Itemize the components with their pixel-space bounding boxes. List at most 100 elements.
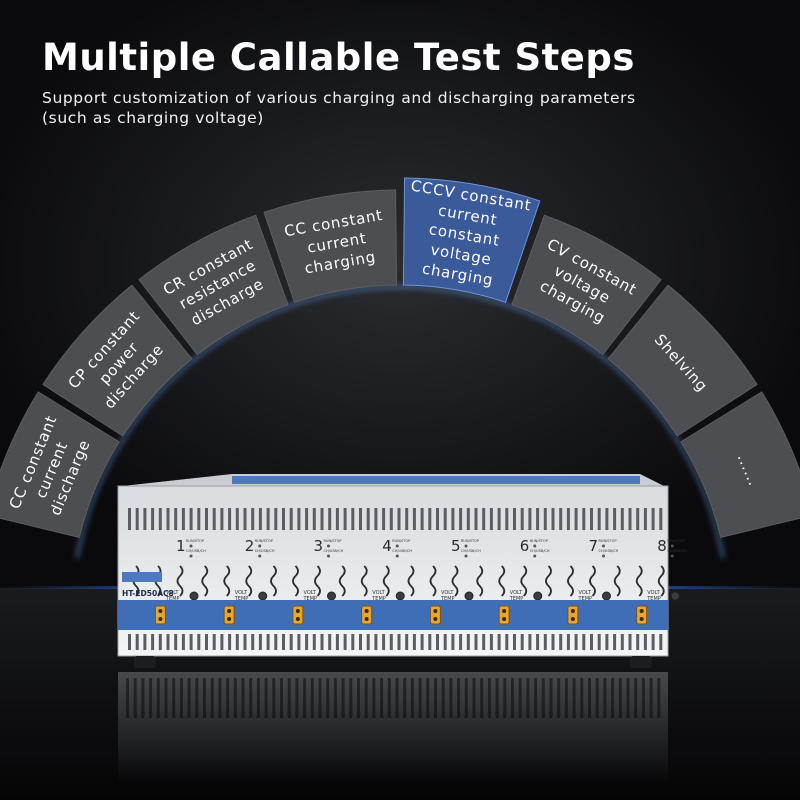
vent-slot — [335, 634, 339, 650]
terminal-pin — [227, 609, 232, 613]
reflection-slot — [264, 678, 268, 718]
vent-slot — [389, 634, 393, 650]
vent-slot — [228, 634, 232, 650]
cable-icon — [498, 565, 506, 597]
reflection-slot — [341, 678, 345, 718]
channel-number-6: 6 — [520, 537, 530, 555]
vent-slot — [466, 634, 470, 650]
vent-slot — [628, 508, 632, 530]
vent-slot — [536, 508, 540, 530]
cable-icon — [292, 565, 299, 597]
vent-slot — [228, 508, 232, 530]
ch-usb-label: CH/USB/CH — [186, 549, 206, 553]
vent-slot — [143, 508, 147, 530]
vent-slot — [174, 634, 178, 650]
reflection-slot — [156, 678, 160, 718]
indicator-led — [602, 544, 605, 548]
vent-slot — [420, 508, 424, 530]
vent-slot — [636, 634, 640, 650]
volt-label: VOLT — [647, 590, 660, 596]
reflection-slot — [557, 678, 561, 718]
vent-slot — [366, 634, 370, 650]
reflection-slot — [526, 678, 530, 718]
vent-slot — [436, 508, 439, 530]
reflection-slot — [249, 678, 253, 718]
device-reflection — [118, 672, 668, 782]
reflection-slot — [541, 678, 545, 718]
reflection-slot — [441, 678, 445, 718]
output-terminal-5 — [429, 605, 441, 625]
temp-label: TEMP — [234, 596, 249, 602]
terminal-pin — [570, 609, 575, 613]
reflection-slot — [472, 678, 476, 718]
channel-number-5: 5 — [451, 537, 461, 555]
vent-slot — [420, 634, 424, 650]
volt-label: VOLT — [579, 590, 592, 596]
cable-icon — [635, 565, 643, 597]
vent-slot — [220, 508, 224, 530]
reflection-slot — [272, 678, 276, 718]
reflection-slot — [280, 678, 283, 718]
vent-slot — [166, 634, 170, 650]
volt-label: VOLT — [235, 590, 248, 596]
vent-slot — [312, 634, 316, 650]
device-foot-left — [134, 656, 156, 668]
reflection-slot — [295, 678, 299, 718]
reflection-slot — [287, 678, 291, 718]
output-terminal-6 — [498, 605, 510, 625]
indicator-led — [533, 544, 537, 548]
ch-usb-label: CH/USB/CH — [599, 549, 619, 553]
device-body — [117, 485, 669, 657]
model-label: HT-ED50AC8 — [122, 589, 174, 598]
vent-slot — [559, 508, 563, 530]
sense-port — [670, 591, 680, 601]
vent-slot — [497, 508, 501, 530]
vent-slot — [520, 634, 524, 650]
cable-icon — [589, 565, 596, 597]
temp-label: TEMP — [440, 596, 455, 602]
sense-port — [327, 591, 336, 601]
vent-slot — [459, 508, 463, 530]
vent-slot — [351, 634, 355, 650]
reflection-slot — [403, 678, 407, 718]
temp-label: TEMP — [646, 596, 661, 602]
vent-slot — [397, 634, 401, 650]
cable-icon — [338, 565, 346, 597]
vent-slot — [128, 634, 131, 650]
vent-slot — [312, 508, 316, 530]
terminal-pin — [502, 609, 507, 613]
step-segment-1 — [0, 391, 120, 539]
reflection-slot — [141, 678, 145, 718]
vent-slot — [520, 508, 524, 530]
indicator-led — [395, 554, 399, 558]
vent-slot — [436, 634, 439, 650]
reflection-slot — [549, 678, 553, 718]
vent-slot — [274, 508, 278, 530]
run-stop-label: RUN/STOP — [186, 539, 204, 543]
vent-slot — [636, 508, 640, 530]
indicator-led — [464, 554, 468, 558]
step-segment-7 — [607, 284, 758, 437]
vent-slot — [212, 634, 216, 650]
vent-slot — [297, 508, 301, 530]
vent-slot — [258, 634, 262, 650]
indicator-led — [602, 554, 605, 558]
reflection-slot — [657, 678, 661, 718]
vent-slot — [297, 634, 301, 650]
cable-icon — [201, 565, 209, 597]
vent-slot — [289, 634, 293, 650]
vent-slot — [405, 508, 409, 530]
vent-slot — [443, 508, 447, 530]
vent-slot — [474, 634, 478, 650]
vent-slot — [582, 634, 586, 650]
vent-slot — [328, 508, 332, 530]
reflection-slot — [357, 678, 360, 718]
reflection-slot — [495, 678, 499, 718]
device-top-label-strip — [232, 476, 640, 484]
vent-slot — [212, 508, 216, 530]
vent-slot — [266, 508, 270, 530]
ch-usb-label: CH/USB/CH — [667, 549, 687, 553]
vent-slot — [351, 508, 355, 530]
indicator-led — [189, 554, 193, 558]
vent-slot — [343, 508, 347, 530]
